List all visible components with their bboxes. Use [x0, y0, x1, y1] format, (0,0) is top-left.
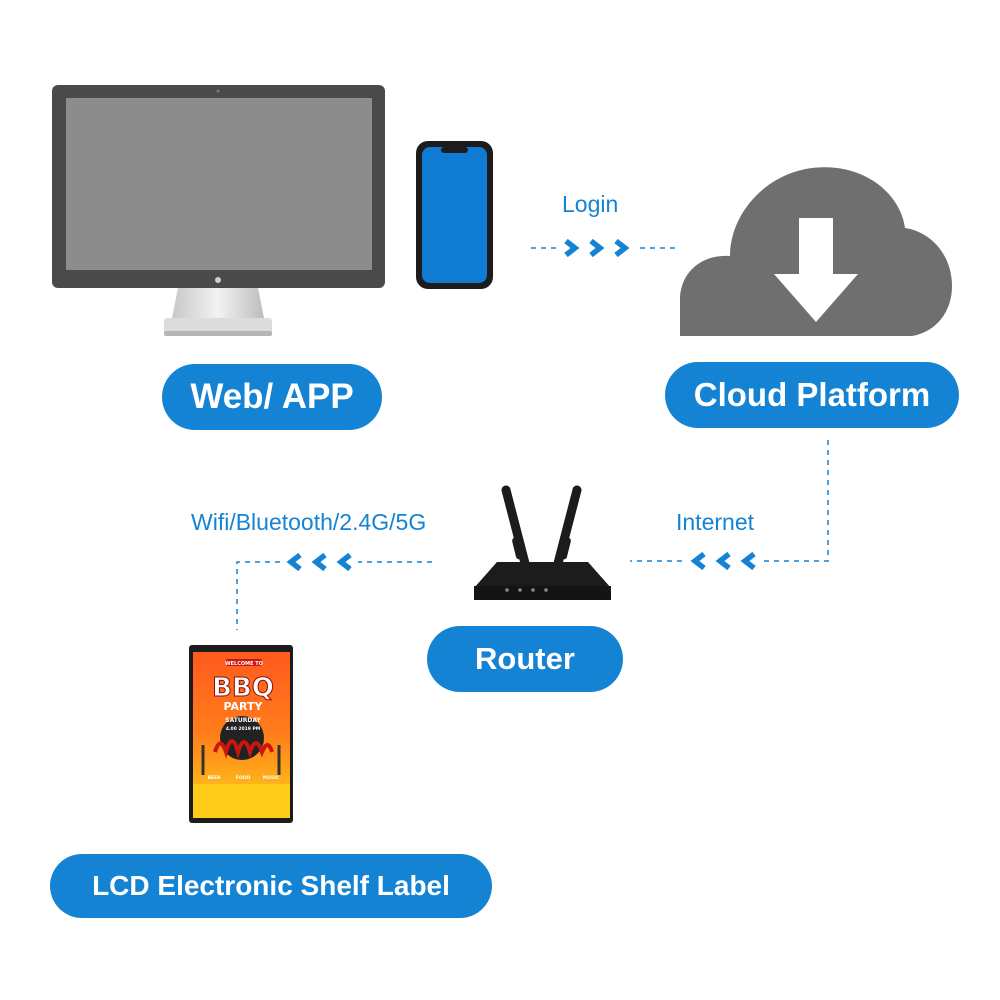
connector-wireless — [236, 561, 432, 630]
monitor-icon — [52, 85, 385, 336]
lcd-shelf-label-icon: WELCOME TO BBQ PARTY SATURDAY 4.00 2019 … — [189, 645, 293, 823]
phone-icon — [416, 141, 493, 289]
esl-day-text: SATURDAY — [225, 717, 261, 724]
web-app-label-text: Web/ APP — [190, 377, 354, 416]
router-icon — [474, 485, 611, 600]
esl-footer-item: MUSIC — [263, 775, 280, 781]
arrows-wireless — [286, 552, 352, 572]
cloud-platform-label-text: Cloud Platform — [693, 376, 931, 413]
edge-label-login: Login — [562, 191, 619, 217]
esl-title-text: BBQ — [212, 673, 274, 703]
esl-footer-item: BEER — [207, 775, 221, 781]
cloud-platform-label: Cloud Platform — [665, 362, 959, 428]
router-label-text: Router — [475, 641, 575, 676]
router-label: Router — [427, 626, 623, 692]
edge-label-internet: Internet — [676, 509, 754, 535]
esl-welcome-text: WELCOME TO — [225, 661, 263, 667]
edge-label-wireless: Wifi/Bluetooth/2.4G/5G — [191, 509, 427, 535]
cloud-download-icon — [680, 167, 952, 336]
lcd-esl-label: LCD Electronic Shelf Label — [50, 854, 492, 918]
esl-footer-item: FOOD — [236, 775, 251, 781]
web-app-label: Web/ APP — [162, 364, 382, 430]
lcd-esl-label-text: LCD Electronic Shelf Label — [92, 870, 450, 901]
esl-time-text: 4.00 2019 PM — [226, 726, 261, 732]
connector-internet — [630, 440, 829, 562]
arrows-login — [564, 238, 630, 258]
arrows-internet — [690, 551, 756, 571]
esl-subtitle-text: PARTY — [223, 700, 263, 713]
